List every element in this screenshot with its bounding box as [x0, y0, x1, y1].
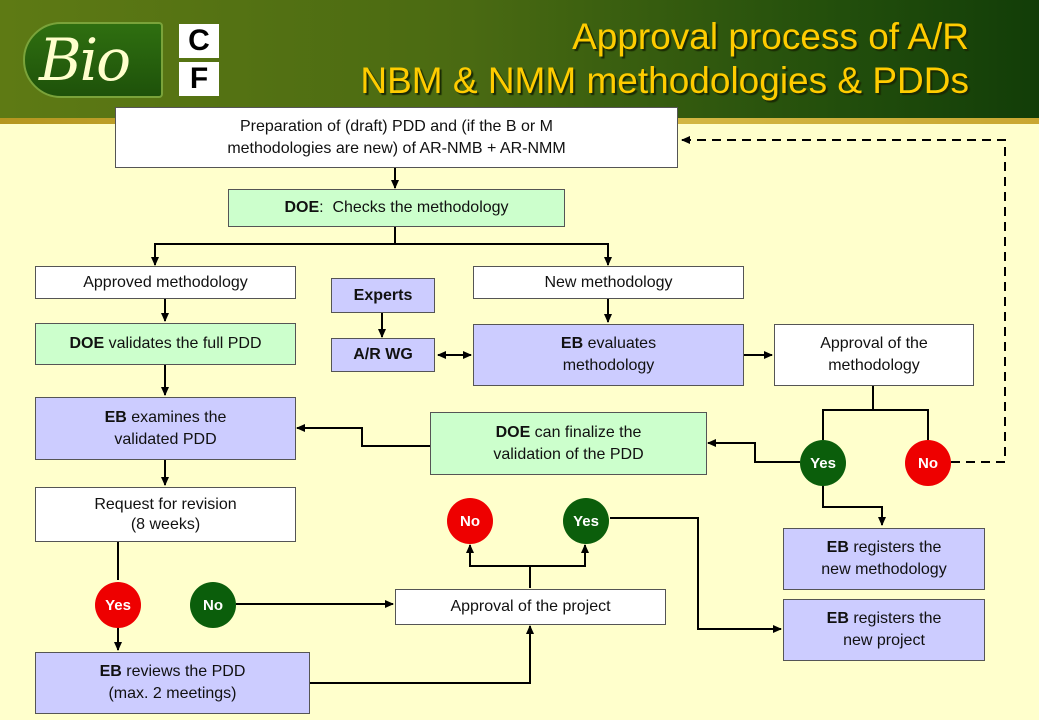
arrow-yes-to-reg-proj: [610, 517, 782, 633]
doe-finalize-line-2: validation of the PDD: [493, 445, 644, 463]
eb-evaluates-bold: EB: [560, 335, 584, 352]
eb-reg-proj-line-2: new project: [843, 632, 925, 649]
prep-pdd-box: Preparation of (draft) PDD and (if the B…: [115, 107, 678, 168]
eb-reviews-label: reviews the PDD: [121, 663, 246, 680]
request-revision-box: Request for revision (8 weeks): [35, 487, 296, 542]
eb-reviews-line-2: (max. 2 meetings): [108, 685, 237, 702]
eb-registers-project-box: EB registers the new project: [783, 599, 985, 661]
project-yes-node: Yes: [563, 498, 609, 544]
eb-reg-meth-bold: EB: [826, 539, 849, 556]
branch-project-split: [466, 544, 531, 588]
approval-methodology-line-1: Approval of the: [820, 335, 928, 352]
logo-c-letter: C: [179, 24, 219, 58]
eb-reg-meth-line-2: new methodology: [821, 561, 947, 578]
eb-reg-proj-label: registers the: [848, 610, 942, 627]
title-line-2: NBM & NMM methodologies & PDDs: [360, 60, 969, 101]
branch-approval-yesno: [822, 386, 874, 440]
biocf-logo: Bio C F: [23, 22, 219, 98]
approval-methodology-line-2: methodology: [828, 357, 920, 374]
experts-box: Experts: [331, 278, 435, 313]
eb-registers-methodology-box: EB registers the new methodology: [783, 528, 985, 590]
methodology-no-node: No: [905, 440, 951, 486]
eb-reviews-bold: EB: [99, 663, 122, 680]
eb-evaluates-line-2: methodology: [562, 357, 655, 374]
doe-finalize-box: DOE can finalize the validation of the P…: [430, 412, 707, 475]
arrow-yes-to-doe-final: [707, 439, 800, 463]
branch-project-yes: [530, 544, 589, 567]
prep-line-1: Preparation of (draft) PDD and (if the B…: [239, 117, 553, 135]
dashed-feedback-arrow: [681, 136, 1006, 463]
revision-no-node: No: [190, 582, 236, 628]
project-no-node: No: [447, 498, 493, 544]
title-line-1: Approval process of A/R: [572, 16, 969, 57]
branch-split-right: [395, 243, 612, 266]
new-methodology-box: New methodology: [473, 266, 744, 299]
eb-evaluates-label: evaluates: [583, 335, 657, 352]
doe-checks-box: DOE: Checks the methodology: [228, 189, 565, 227]
branch-approval-no: [873, 409, 929, 440]
doe-checks-label: : Checks the methodology: [319, 199, 509, 216]
doe-checks-bold: DOE: [284, 199, 320, 216]
eb-reviews-box: EB reviews the PDD (max. 2 meetings): [35, 652, 310, 714]
arrow-doe-final-to-examine: [296, 424, 430, 447]
approved-methodology-box: Approved methodology: [35, 266, 296, 299]
arrow-review-to-approval: [310, 625, 534, 684]
eb-examines-box: EB examines the validated PDD: [35, 397, 296, 460]
doe-validates-label: validates the full PDD: [104, 335, 262, 352]
doe-finalize-label: can finalize the: [530, 423, 642, 441]
doe-validates-box: DOE validates the full PDD: [35, 323, 296, 365]
header-band: [0, 0, 1039, 118]
logo-bio-text: Bio: [23, 22, 163, 98]
prep-line-2: methodologies are new) of AR-NMB + AR-NM…: [227, 139, 566, 157]
methodology-yes-node: Yes: [800, 440, 846, 486]
arwg-box: A/R WG: [331, 338, 435, 372]
branch-split: [151, 227, 396, 266]
approval-methodology-box: Approval of the methodology: [774, 324, 974, 386]
request-revision-line-2: (8 weeks): [130, 515, 201, 533]
doe-validates-bold: DOE: [69, 335, 105, 352]
eb-examines-label: examines the: [126, 408, 227, 426]
revision-yes-node: Yes: [95, 582, 141, 628]
eb-examines-bold: EB: [104, 408, 127, 426]
arrow-yes-to-reg-meth: [822, 485, 886, 526]
eb-examines-line-2: validated PDD: [114, 430, 217, 448]
eb-reg-meth-label: registers the: [848, 539, 942, 556]
eb-evaluates-box: EB evaluates methodology: [473, 324, 744, 386]
doe-finalize-bold: DOE: [495, 423, 531, 441]
request-revision-line-1: Request for revision: [94, 495, 237, 513]
logo-f-letter: F: [179, 62, 219, 96]
eb-reg-proj-bold: EB: [826, 610, 849, 627]
approval-project-box: Approval of the project: [395, 589, 666, 625]
